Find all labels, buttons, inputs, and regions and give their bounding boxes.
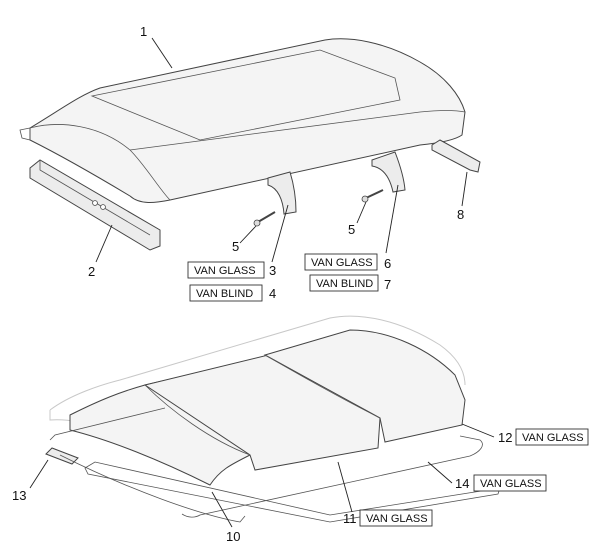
callout-12-tag: VAN GLASS (522, 432, 584, 444)
callout-6-tag: VAN GLASS (311, 257, 373, 269)
callout-14: 14 VAN GLASS (455, 474, 547, 492)
callout-11-tag: VAN GLASS (366, 513, 428, 525)
callout-12: 12 VAN GLASS (498, 428, 589, 446)
callout-12-number: 12 (498, 430, 512, 445)
callout-6-number: 6 (384, 256, 391, 271)
leader-lines-lower (29, 423, 495, 528)
bracket-3 (267, 171, 297, 215)
seal-strip-10 (59, 454, 246, 523)
side-rail-left (29, 159, 161, 251)
callout-5-right-number: 5 (348, 222, 355, 237)
callout-7-tag: VAN BLIND (316, 278, 373, 290)
callout-13-number: 13 (12, 488, 26, 503)
side-rail-right (431, 139, 481, 173)
callout-1-number: 1 (140, 24, 147, 39)
screw-left (253, 211, 276, 227)
callout-8-number: 8 (457, 207, 464, 222)
callout-11-number: 11 (343, 511, 357, 526)
callout-14-number: 14 (455, 476, 469, 491)
callout-3-number: 3 (269, 263, 276, 278)
callout-3: VAN GLASS 3 (187, 261, 276, 279)
leader-lines-upper (95, 37, 468, 263)
callout-7-number: 7 (384, 277, 391, 292)
bracket-6 (371, 151, 406, 193)
roof-panel (19, 38, 466, 203)
callout-5-left-number: 5 (232, 239, 239, 254)
callout-4-tag: VAN BLIND (196, 288, 253, 300)
callout-4-number: 4 (269, 286, 276, 301)
seal-strip-12-14 (49, 407, 483, 518)
callout-6: VAN GLASS 6 (304, 253, 391, 271)
callout-4: VAN BLIND 4 (189, 284, 276, 302)
callout-11: 11 VAN GLASS (343, 509, 433, 527)
callout-2-number: 2 (88, 264, 95, 279)
callout-3-tag: VAN GLASS (194, 265, 256, 277)
screw-right (361, 189, 384, 203)
callout-10-number: 10 (226, 529, 240, 544)
callout-7: VAN BLIND 7 (309, 274, 391, 292)
glass-panel-rear (263, 329, 466, 443)
callout-14-tag: VAN GLASS (480, 478, 542, 490)
